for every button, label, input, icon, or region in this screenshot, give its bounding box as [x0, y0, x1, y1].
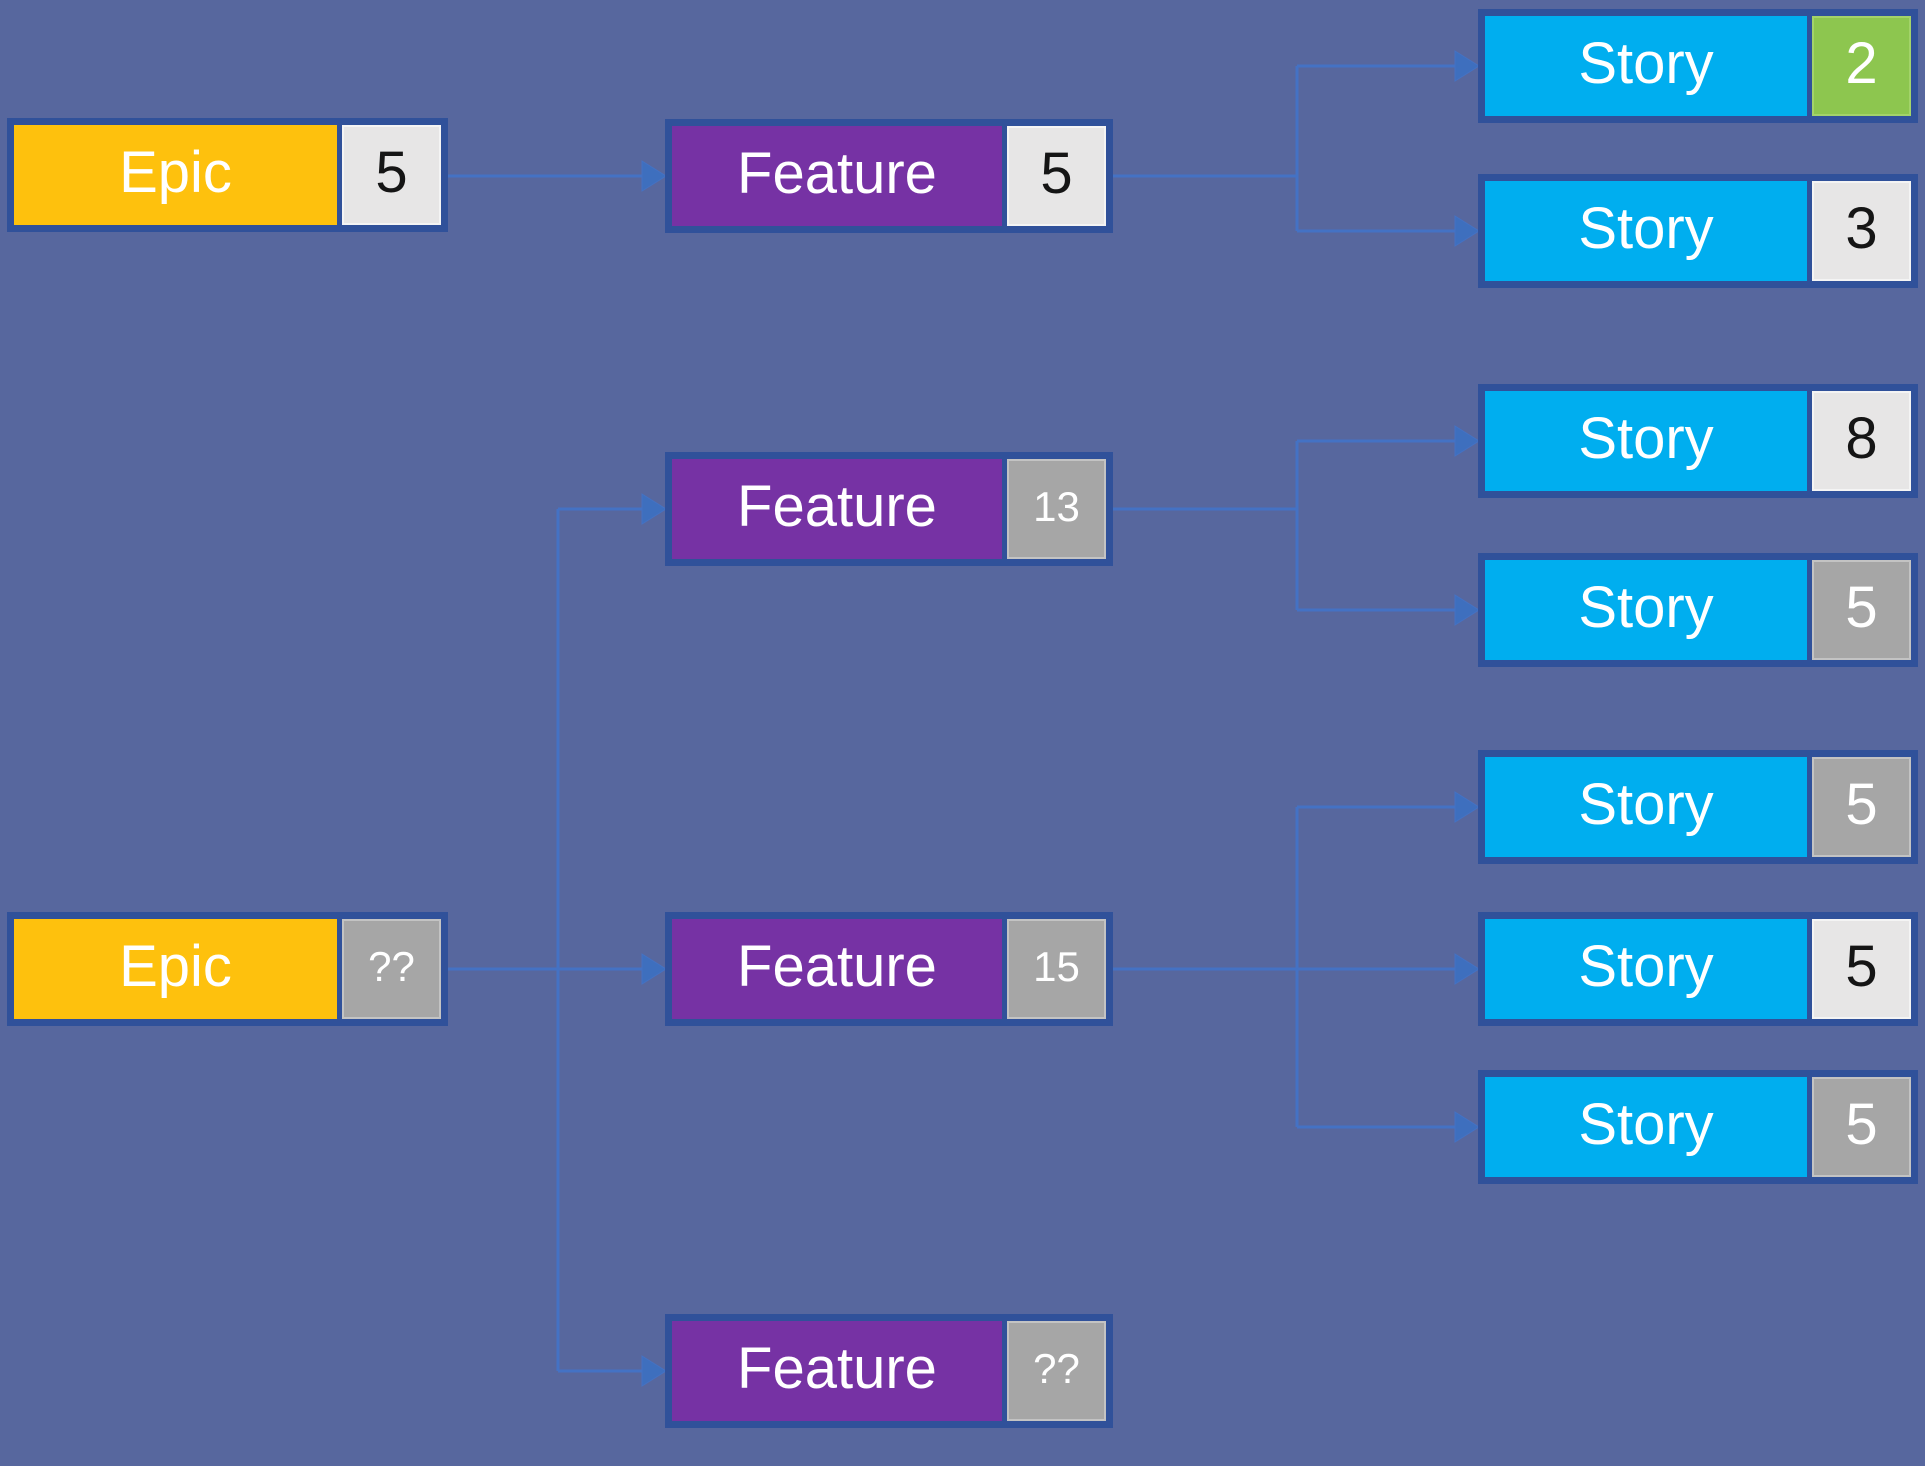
estimate-badge: 5 — [1807, 560, 1911, 660]
story-label: Story — [1485, 391, 1807, 491]
estimate-badge: 15 — [1002, 919, 1106, 1019]
estimate-badge: 13 — [1002, 459, 1106, 559]
estimate-badge: 5 — [1002, 126, 1106, 226]
estimate-badge: 5 — [1807, 757, 1911, 857]
feature-node-3[interactable]: Feature 15 — [665, 912, 1113, 1026]
connector-feature3-stories — [1113, 791, 1480, 1143]
epic-node-1[interactable]: Epic 5 — [7, 118, 448, 232]
feature-node-2[interactable]: Feature 13 — [665, 452, 1113, 566]
epic-node-2[interactable]: Epic ?? — [7, 912, 448, 1026]
feature-label: Feature — [672, 126, 1002, 226]
feature-label: Feature — [672, 919, 1002, 1019]
connector-epic2-features — [448, 493, 667, 1387]
estimate-badge: 5 — [337, 125, 441, 225]
story-label: Story — [1485, 919, 1807, 1019]
story-label: Story — [1485, 757, 1807, 857]
estimate-badge: 2 — [1807, 16, 1911, 116]
story-label: Story — [1485, 16, 1807, 116]
story-label: Story — [1485, 181, 1807, 281]
estimate-badge: 5 — [1807, 919, 1911, 1019]
story-node-3[interactable]: Story 8 — [1478, 384, 1918, 498]
estimate-badge: 8 — [1807, 391, 1911, 491]
connector-feature1-stories — [1113, 50, 1480, 247]
connector-epic1-feature1 — [448, 160, 667, 192]
feature-label: Feature — [672, 459, 1002, 559]
story-label: Story — [1485, 560, 1807, 660]
story-node-6[interactable]: Story 5 — [1478, 912, 1918, 1026]
epic-label: Epic — [14, 919, 337, 1019]
estimate-badge: 3 — [1807, 181, 1911, 281]
story-node-7[interactable]: Story 5 — [1478, 1070, 1918, 1184]
feature-label: Feature — [672, 1321, 1002, 1421]
connector-feature2-stories — [1113, 425, 1480, 626]
feature-node-1[interactable]: Feature 5 — [665, 119, 1113, 233]
estimate-badge: 5 — [1807, 1077, 1911, 1177]
story-node-4[interactable]: Story 5 — [1478, 553, 1918, 667]
story-node-1[interactable]: Story 2 — [1478, 9, 1918, 123]
story-node-5[interactable]: Story 5 — [1478, 750, 1918, 864]
feature-node-4[interactable]: Feature ?? — [665, 1314, 1113, 1428]
story-label: Story — [1485, 1077, 1807, 1177]
estimate-badge: ?? — [337, 919, 441, 1019]
epic-label: Epic — [14, 125, 337, 225]
story-node-2[interactable]: Story 3 — [1478, 174, 1918, 288]
estimate-badge: ?? — [1002, 1321, 1106, 1421]
